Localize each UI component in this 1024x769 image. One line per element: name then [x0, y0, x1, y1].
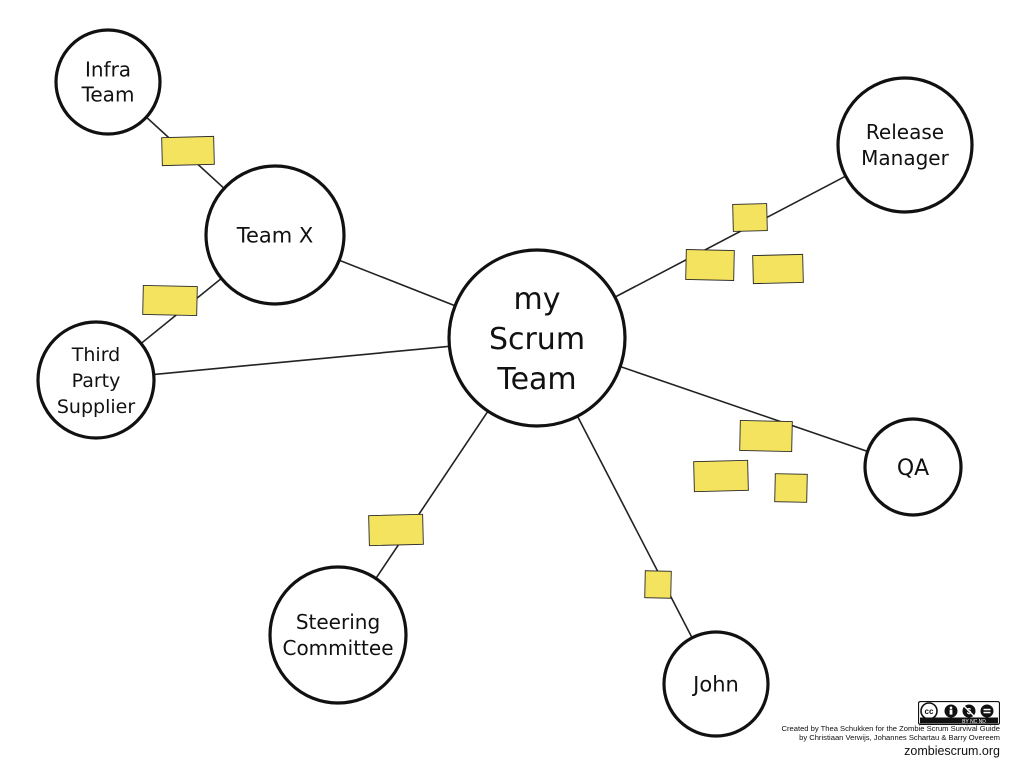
node-label: Team X: [236, 224, 314, 248]
node-label: Steering: [296, 610, 380, 634]
node-circle: [447, 248, 627, 428]
node-team-x[interactable]: Team X: [204, 164, 346, 306]
node-label: Scrum: [489, 322, 585, 357]
credit-line-2: by Christiaan Verwijs, Johannes Schartau…: [799, 733, 1000, 742]
node-label: my: [514, 282, 561, 317]
node-label: Committee: [282, 636, 393, 660]
credit-line-1: Created by Thea Schukken for the Zombie …: [781, 724, 1001, 733]
node-label: Manager: [861, 146, 949, 170]
node-label: Team: [496, 362, 576, 397]
cc-badge-text: cc: [925, 707, 934, 716]
site-link[interactable]: zombiescrum.org: [904, 744, 1000, 758]
node-circle: [662, 630, 770, 738]
sticky-note[interactable]: [693, 459, 749, 493]
node-label: John: [691, 673, 739, 697]
node-label: Supplier: [57, 396, 135, 418]
node-label: QA: [897, 456, 929, 481]
node-label: Third: [71, 344, 120, 366]
sticky-note[interactable]: [752, 253, 804, 285]
sticky-note[interactable]: [732, 203, 768, 232]
node-circle: [54, 28, 162, 136]
node-label: Release: [866, 120, 944, 144]
sticky-note[interactable]: [774, 473, 808, 503]
node-circle: [863, 417, 963, 517]
node-circle: [268, 565, 408, 705]
sticky-note[interactable]: [644, 570, 672, 599]
node-label: Party: [72, 370, 121, 392]
creative-commons-badge-icon: cc $ BY NC ND: [918, 701, 1000, 725]
node-john[interactable]: John: [662, 630, 770, 738]
node-label: Infra: [85, 58, 131, 82]
credits: Created by Thea Schukken for the Zombie …: [782, 724, 1001, 759]
sticky-note[interactable]: [142, 284, 198, 317]
node-circle: [836, 76, 974, 214]
node-qa[interactable]: QA: [863, 417, 963, 517]
node-circle: [36, 320, 156, 440]
sticky-note[interactable]: [739, 419, 793, 453]
sticky-note[interactable]: [368, 513, 424, 547]
node-circle: [204, 164, 346, 306]
sticky-note[interactable]: [161, 135, 215, 167]
sticky-note[interactable]: [685, 249, 735, 281]
sticky-notes: [142, 135, 808, 599]
cc-badge-terms: BY NC ND: [962, 719, 986, 725]
node-label: Team: [81, 83, 135, 107]
